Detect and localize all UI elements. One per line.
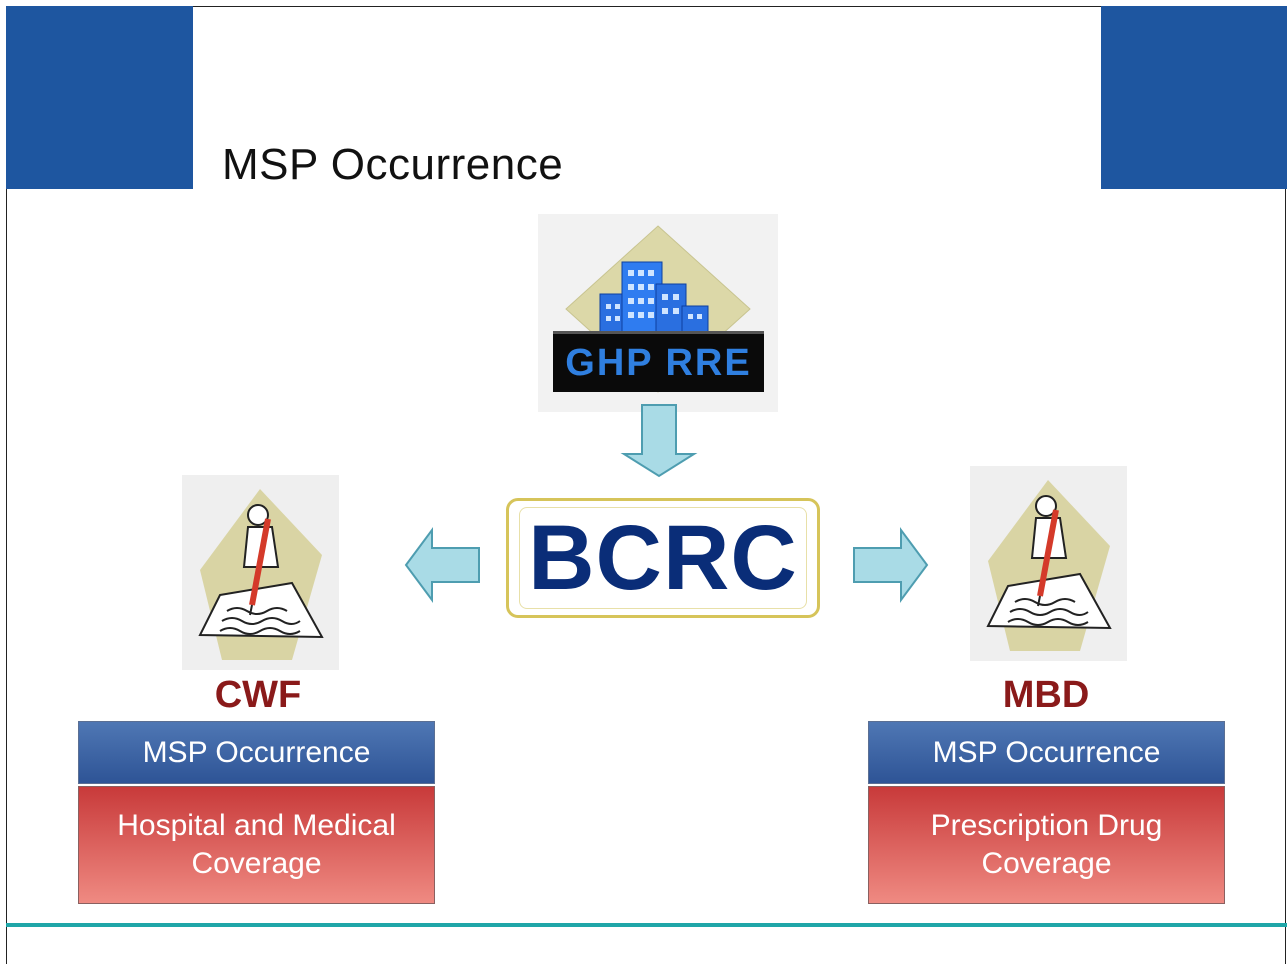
- arrow-down-icon: [620, 404, 698, 478]
- bcrc-box: BCRC: [506, 498, 820, 618]
- arrow-right-icon: [853, 526, 929, 604]
- cwf-coverage-box: Hospital and Medical Coverage: [78, 786, 435, 904]
- mbd-label: MBD: [1002, 674, 1090, 716]
- ghp-rre-label: GHP RRE: [553, 331, 764, 392]
- mbd-msp-occurrence-box: MSP Occurrence: [868, 721, 1225, 784]
- header-corner-right: [1101, 6, 1287, 189]
- arrow-left-icon: [404, 526, 480, 604]
- footer-divider: [6, 923, 1287, 927]
- cwf-label: CWF: [214, 674, 302, 716]
- document-writer-icon: [986, 480, 1112, 651]
- header-corner-left: [6, 6, 193, 189]
- mbd-coverage-box: Prescription Drug Coverage: [868, 786, 1225, 904]
- bcrc-label: BCRC: [519, 507, 807, 609]
- document-writer-icon: [198, 489, 324, 660]
- cwf-msp-occurrence-box: MSP Occurrence: [78, 721, 435, 784]
- slide-title: MSP Occurrence: [222, 140, 564, 189]
